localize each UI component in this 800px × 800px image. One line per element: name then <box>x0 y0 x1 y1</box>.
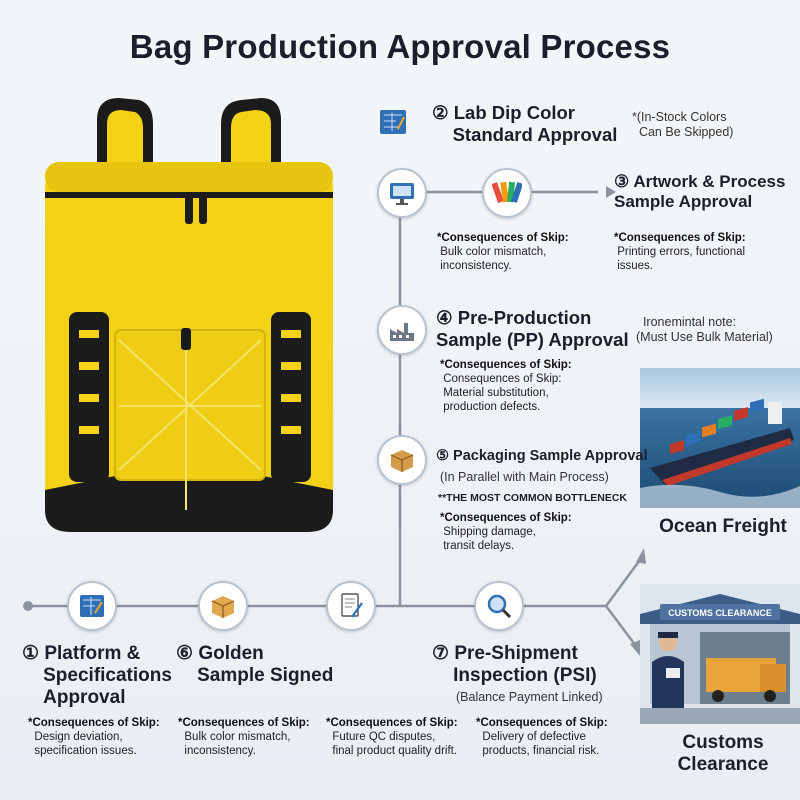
step-pp-note: Ironemintal note:(Must Use Bulk Material… <box>636 315 773 344</box>
platform-consequences: *Consequences of Skip: Design deviation,… <box>28 717 160 757</box>
ocean-freight-image <box>640 368 800 508</box>
monitor-icon <box>390 183 414 205</box>
magnifier-icon <box>487 594 512 619</box>
box-icon-circle <box>377 435 427 485</box>
artwork-consequences: *Consequences of Skip: Printing errors, … <box>614 232 746 272</box>
factory-icon <box>390 323 414 341</box>
color-swatch-icon <box>492 181 522 204</box>
packaging-consequences: *Consequences of Skip: Shipping damage, … <box>440 512 572 552</box>
pp-consequences: *Consequences of Skip: Consequences of S… <box>440 359 572 413</box>
step-packaging-title: ⑤ Packaging Sample Approval <box>436 448 648 464</box>
step-packaging-sub: (In Parallel with Main Process) <box>440 470 609 484</box>
bottleneck-warning: **THE MOST COMMON BOTTLENECK <box>438 492 627 504</box>
package-icon <box>211 596 235 618</box>
factory-icon-circle <box>377 305 427 355</box>
customs-sign-text: CUSTOMS CLEARANCE <box>668 608 772 618</box>
step-psi-title: ⑦ Pre-Shipment Inspection (PSI) <box>432 643 597 686</box>
contract-icon-circle <box>326 581 376 631</box>
step-pp-title: ④ Pre-Production Sample (PP) Approval <box>436 307 629 350</box>
step-platform-title: ① Platform & Specifications Approval <box>22 643 172 708</box>
blueprint-icon <box>380 110 406 134</box>
golden-consequences: *Consequences of Skip: Bulk color mismat… <box>178 717 310 757</box>
qc-consequences: *Consequences of Skip: Future QC dispute… <box>326 717 458 757</box>
step-psi-sub: (Balance Payment Linked) <box>456 690 603 704</box>
lab-dip-consequences: *Consequences of Skip: Bulk color mismat… <box>437 232 569 272</box>
psi-consequences: *Consequences of Skip: Delivery of defec… <box>476 717 608 757</box>
color-swatch-icon-circle <box>482 168 532 218</box>
magnifier-icon-circle <box>474 581 524 631</box>
contract-icon <box>341 593 363 618</box>
step-artwork-title: ③ Artwork & Process Sample Approval <box>614 172 786 211</box>
lab-dip-icon-circle <box>373 103 413 141</box>
ocean-freight-label: Ocean Freight <box>659 516 787 537</box>
step-lab-dip-note: *(In-Stock Colors Can Be Skipped) <box>632 110 734 139</box>
blueprint-icon-circle <box>67 581 117 631</box>
yellow-backpack-image <box>45 98 333 532</box>
step-lab-dip-title: ② Lab Dip Color Standard Approval <box>432 102 618 145</box>
package-icon-circle <box>198 581 248 631</box>
customs-clearance-image: CUSTOMS CLEARANCE <box>640 584 800 724</box>
monitor-icon-circle <box>377 168 427 218</box>
page-title: Bag Production Approval Process <box>129 28 671 65</box>
blueprint-icon <box>80 595 104 617</box>
step-golden-title: ⑥ Golden Sample Signed <box>176 643 334 686</box>
box-icon <box>390 450 414 472</box>
